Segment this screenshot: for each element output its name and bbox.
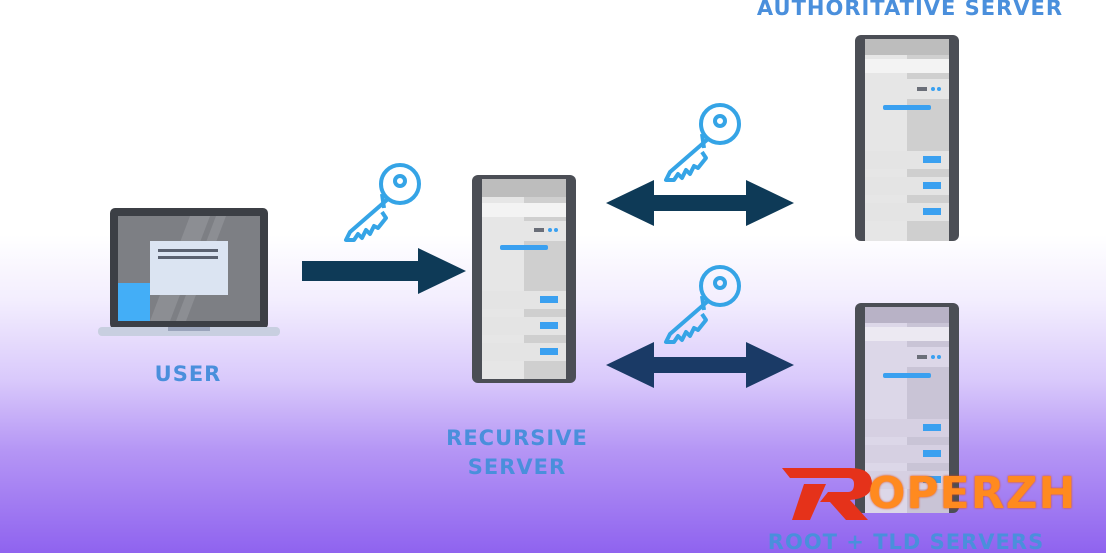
user-label: USER — [154, 362, 222, 386]
authoritative-server-icon — [855, 35, 959, 241]
recursive-label-line2: SERVER — [467, 455, 567, 479]
root-tld-server-icon — [855, 303, 959, 513]
key-icon — [658, 100, 748, 186]
recursive-server-label: RECURSIVE SERVER — [424, 424, 610, 482]
laptop-icon — [98, 205, 280, 340]
key-icon — [658, 262, 748, 348]
key-icon — [338, 160, 428, 246]
double-arrow-icon — [606, 340, 794, 390]
recursive-label-line1: RECURSIVE — [446, 426, 588, 450]
double-arrow-icon — [606, 178, 794, 228]
authoritative-server-label: AUTHORITATIVE SERVER — [756, 0, 1064, 20]
recursive-server-icon — [472, 175, 576, 383]
logo-text: OPERZH — [868, 468, 1077, 519]
watermark-logo: OPERZH — [780, 462, 1100, 522]
logo-mark-icon — [782, 468, 872, 520]
root-tld-servers-label: ROOT + TLD SERVERS — [767, 530, 1045, 554]
arrow-right-icon — [302, 246, 468, 296]
